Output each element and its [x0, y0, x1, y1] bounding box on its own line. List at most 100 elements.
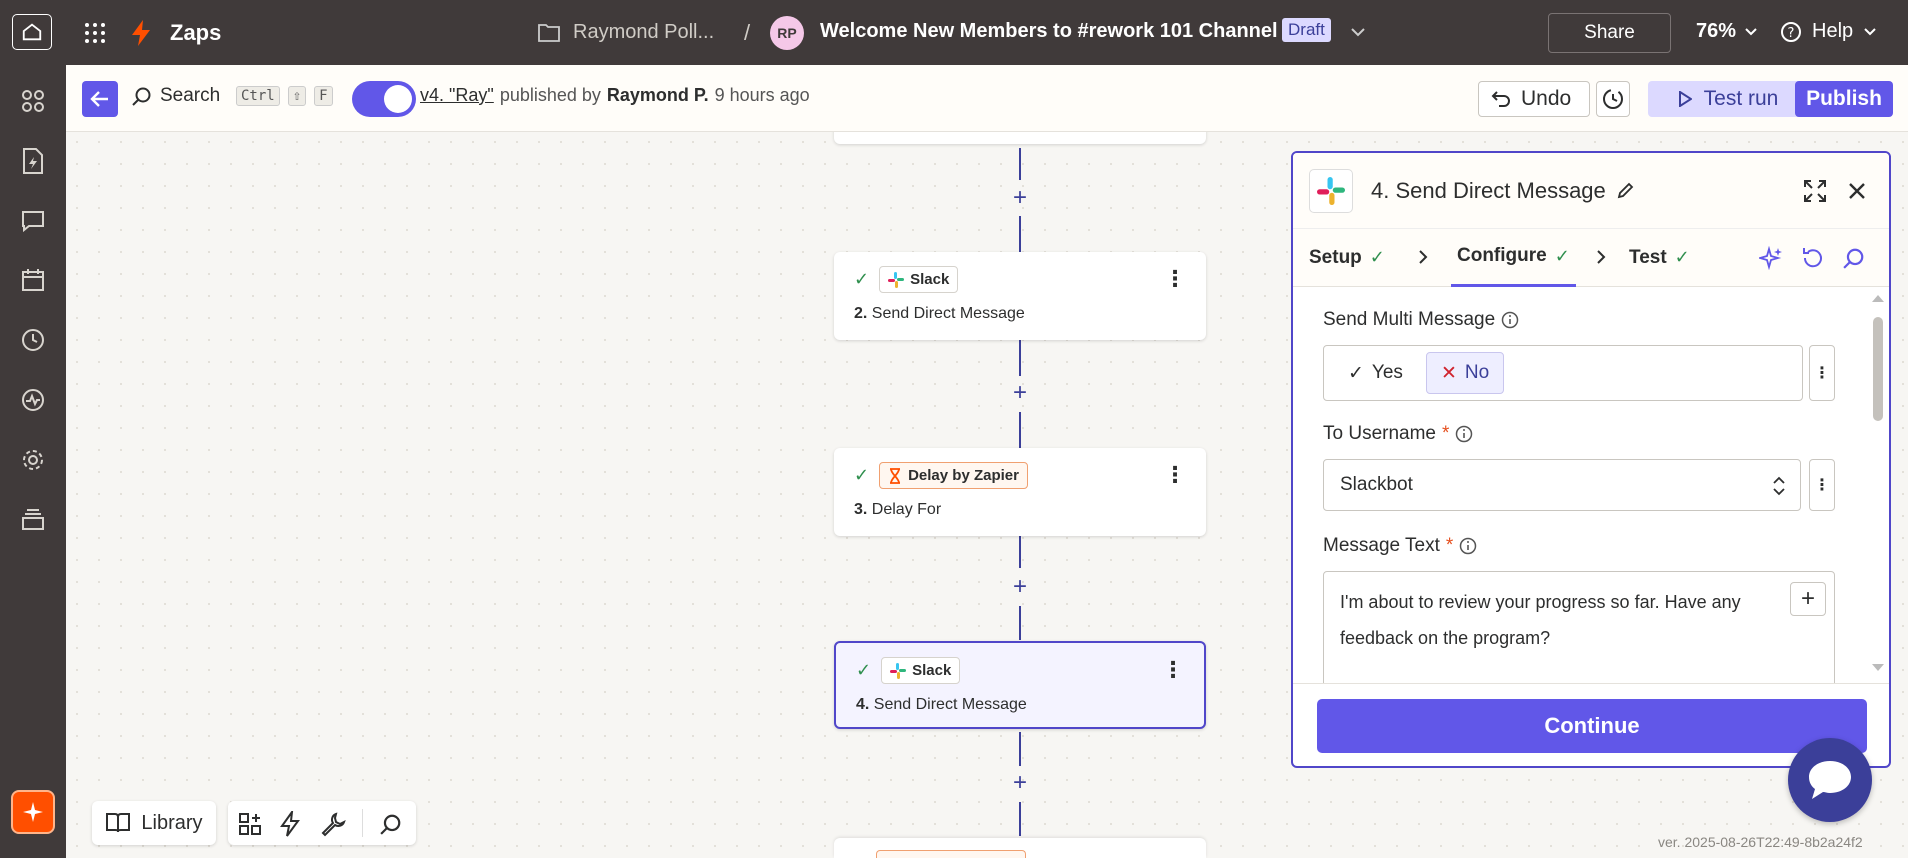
undo-label: Undo [1521, 87, 1572, 110]
copilot-button[interactable] [11, 790, 55, 834]
info-icon[interactable] [1455, 425, 1473, 443]
input-value: I'm about to review your progress so far… [1340, 592, 1741, 648]
top-bar: Zaps Raymond Poll... / RP Welcome New Me… [0, 0, 1908, 65]
clock-history-icon [1603, 89, 1623, 109]
activity-icon[interactable] [21, 388, 45, 412]
support-chat-button[interactable] [1788, 738, 1872, 822]
app-name[interactable]: Zaps [170, 20, 222, 45]
version-link[interactable]: v4. "Ray" [420, 85, 494, 105]
info-icon[interactable] [1459, 537, 1477, 555]
scroll-down-icon[interactable] [1871, 663, 1885, 673]
panel-body[interactable]: Send Multi Message ✓ Yes ✕ No ⋮ To Usern… [1293, 287, 1889, 683]
refresh-icon[interactable] [1801, 246, 1825, 270]
add-step-button[interactable]: + [1012, 184, 1027, 211]
add-step-button[interactable]: + [1012, 379, 1027, 406]
version-history-button[interactable] [1596, 81, 1630, 117]
app-badge [876, 850, 1026, 858]
chevron-right-icon [1597, 250, 1606, 264]
to-username-select[interactable]: Slackbot [1323, 459, 1801, 511]
history-icon[interactable] [21, 328, 45, 352]
check-icon: ✓ [1348, 362, 1364, 384]
apps-icon[interactable] [21, 89, 45, 113]
published-by-text: published by [499, 85, 601, 105]
message-text-input[interactable]: I'm about to review your progress so far… [1323, 571, 1835, 683]
app-badge: Slack [879, 266, 959, 293]
insert-data-button[interactable]: + [1790, 582, 1826, 616]
more-options-icon[interactable]: ⋮ [1162, 657, 1184, 682]
help-menu[interactable]: ? Help [1780, 20, 1877, 43]
bolt-icon [132, 20, 150, 46]
no-option[interactable]: ✕ No [1426, 352, 1505, 394]
zoom-dropdown[interactable]: 76% [1696, 20, 1758, 43]
version-string: ver. 2025-08-26T22:49-8b2a24f2 [1658, 834, 1863, 850]
check-icon: ✓ [1369, 247, 1385, 267]
stack-icon[interactable] [21, 508, 45, 532]
bolt-icon[interactable] [280, 811, 300, 837]
zap-on-toggle[interactable] [352, 81, 416, 117]
home-button[interactable] [12, 14, 52, 50]
step-card-2[interactable]: ✓ Slack 2. Send Direct Message ⋮ [834, 252, 1206, 340]
share-button[interactable]: Share [1548, 13, 1671, 53]
continue-button[interactable]: Continue [1317, 699, 1867, 753]
step-name: Send Direct Message [873, 696, 1027, 713]
chat-bubble-icon [1809, 761, 1851, 799]
scrollbar-thumb[interactable] [1873, 317, 1883, 421]
add-step-button[interactable]: + [1012, 573, 1027, 600]
field-options-button[interactable]: ⋮ [1809, 459, 1835, 511]
search-icon[interactable] [380, 813, 402, 835]
add-step-button[interactable]: + [1012, 769, 1027, 796]
wrench-icon[interactable] [320, 811, 346, 837]
calendar-icon[interactable] [21, 268, 45, 292]
connector-line [1019, 802, 1021, 836]
info-icon[interactable] [1501, 311, 1519, 329]
chevron-right-icon [1419, 250, 1428, 264]
search-label: Search [160, 85, 221, 106]
tab-configure[interactable]: Configure ✓ [1451, 229, 1576, 287]
left-rail [0, 65, 66, 858]
step-number: 3. [854, 501, 868, 518]
step-name: Send Direct Message [871, 305, 1025, 322]
tools-divider [362, 809, 363, 837]
share-label: Share [1584, 22, 1635, 43]
test-run-button[interactable]: Test run [1648, 81, 1808, 117]
back-button[interactable] [82, 81, 118, 117]
more-options-icon[interactable]: ⋮ [1164, 462, 1186, 487]
tab-test[interactable]: Test ✓ [1629, 229, 1690, 287]
chat-icon[interactable] [21, 209, 45, 233]
yes-option[interactable]: ✓ Yes [1334, 352, 1417, 394]
hourglass-icon [890, 467, 901, 484]
chevron-down-icon[interactable] [1350, 26, 1366, 38]
more-options-icon[interactable]: ⋮ [1164, 266, 1186, 291]
pencil-icon[interactable] [1616, 182, 1634, 200]
connector-line [1019, 148, 1021, 180]
folder-icon [538, 24, 560, 42]
library-button[interactable]: Library [92, 801, 216, 845]
panel-scrollbar[interactable] [1871, 293, 1885, 673]
zoom-value: 76% [1696, 20, 1737, 42]
scroll-up-icon[interactable] [1871, 293, 1885, 303]
step-card-3[interactable]: ✓ Delay by Zapier 3. Delay For ⋮ [834, 448, 1206, 536]
tab-label: Configure [1457, 245, 1547, 266]
undo-icon [1491, 91, 1510, 107]
close-icon[interactable] [1848, 182, 1866, 200]
slack-icon [890, 662, 907, 679]
publish-button[interactable]: Publish [1795, 81, 1893, 117]
folder-name[interactable]: Raymond Poll... [573, 21, 715, 43]
add-apps-icon[interactable] [238, 812, 262, 836]
expand-icon[interactable] [1803, 179, 1827, 203]
field-options-button[interactable]: ⋮ [1809, 345, 1835, 401]
step-card-5[interactable] [834, 838, 1206, 858]
zap-title[interactable]: Welcome New Members to #rework 101 Chann… [820, 20, 1278, 42]
settings-icon[interactable] [21, 448, 45, 472]
search-button[interactable]: Search [132, 85, 220, 107]
undo-button[interactable]: Undo [1478, 81, 1590, 117]
step-card-4[interactable]: ✓ Slack 4. Send Direct Message ⋮ [834, 641, 1206, 729]
apps-grid-button[interactable] [84, 22, 106, 49]
search-icon[interactable] [1843, 247, 1865, 269]
ai-sparkle-icon[interactable] [1759, 246, 1783, 270]
tab-setup[interactable]: Setup ✓ [1309, 229, 1385, 287]
connector-line [1019, 216, 1021, 252]
zap-file-icon[interactable] [22, 148, 44, 174]
kbd-f: F [314, 86, 333, 106]
sparkle-icon [23, 802, 43, 822]
